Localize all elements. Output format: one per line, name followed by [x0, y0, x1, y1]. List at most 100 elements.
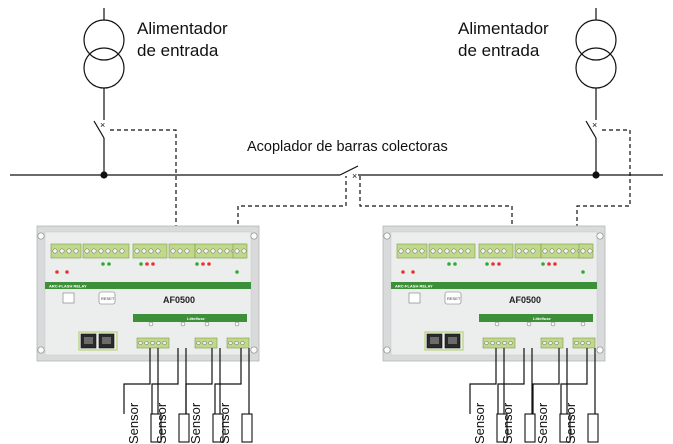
sensor-cable: [185, 348, 213, 414]
terminal-screw-icon: [501, 248, 507, 254]
sensor: Sensor: [532, 348, 571, 444]
mounting-hole-icon: [596, 346, 604, 354]
sensor-body-icon: [150, 413, 162, 443]
status-led-icon: [497, 262, 501, 266]
status-led-icon: [107, 262, 111, 266]
terminal-screw-icon: [548, 340, 553, 346]
trip-line-left-relay-coupler: [237, 176, 347, 238]
breaker-left-blade: [93, 120, 105, 139]
terminal-screw-icon: [516, 248, 522, 254]
terminal-screw-icon: [105, 248, 111, 254]
sensor-body-icon: [587, 413, 599, 443]
sensor-label: Sensor: [126, 402, 141, 444]
sensor-cable: [532, 348, 560, 414]
mounting-hole-icon: [596, 232, 604, 240]
status-led-icon: [151, 262, 155, 266]
status-led-icon: [101, 262, 105, 266]
terminal-screw-icon: [203, 248, 209, 254]
terminal-screw-icon: [580, 248, 586, 254]
sensor: Sensor: [214, 348, 253, 444]
usb-port-icon: [408, 292, 421, 304]
terminal-screw-icon: [59, 248, 65, 254]
terminal-screw-icon: [66, 248, 72, 254]
status-led-icon: [401, 270, 405, 274]
terminal-screw-icon: [556, 248, 562, 254]
terminal-screw-icon: [587, 248, 593, 254]
status-led-icon: [541, 262, 545, 266]
terminal-screw-icon: [542, 248, 548, 254]
terminal-screw-icon: [184, 248, 190, 254]
sensor-input-led-icon: [148, 321, 154, 327]
terminal-screw-icon: [196, 248, 202, 254]
terminal-screw-icon: [412, 248, 418, 254]
sensor-input-led-icon: [494, 321, 500, 327]
feeder-left-label-line2: de entrada: [137, 41, 219, 60]
sensor-body-icon: [524, 413, 536, 443]
terminal-block-top: [50, 243, 82, 259]
terminal-screw-icon: [84, 248, 90, 254]
ethernet-socket-icon: [84, 337, 93, 344]
terminal-screw-icon: [465, 248, 471, 254]
status-led-icon: [547, 262, 551, 266]
feeder-left-label-line1: Alimentador: [137, 19, 228, 38]
ethernet-socket-icon: [448, 337, 457, 344]
status-led-icon: [235, 270, 239, 274]
relay-model-label: AF0500: [509, 295, 541, 305]
terminal-screw-icon: [496, 340, 501, 346]
terminal-screw-icon: [574, 340, 579, 346]
terminal-screw-icon: [430, 248, 436, 254]
terminal-screw-icon: [208, 340, 213, 346]
trip-line-right-feeder: [576, 129, 631, 238]
reset-button[interactable]: [444, 291, 462, 305]
terminal-screw-icon: [210, 248, 216, 254]
ethernet-port-frame: [424, 331, 464, 351]
sensor-cable: [560, 348, 588, 414]
terminal-screw-icon: [502, 340, 507, 346]
terminal-screw-icon: [451, 248, 457, 254]
busbar-label: Acoplador de barras colectoras: [247, 139, 448, 155]
terminal-screw-icon: [549, 248, 555, 254]
transformer-right-secondary: [575, 47, 617, 89]
terminal-screw-icon: [170, 248, 176, 254]
terminal-screw-icon: [91, 248, 97, 254]
terminal-screw-icon: [148, 248, 154, 254]
sensor-label: Sensor: [154, 402, 169, 444]
relay-banner-strip: [391, 282, 597, 289]
terminal-block-top: [396, 243, 428, 259]
feeder-left: × Alimentador de entrada: [83, 8, 228, 179]
sensor-body-icon: [241, 413, 253, 443]
sensor-body-icon: [212, 413, 224, 443]
terminal-screw-icon: [405, 248, 411, 254]
sensor-cable: [123, 348, 151, 414]
terminal-screw-icon: [523, 248, 529, 254]
sensor-label: Sensor: [217, 402, 232, 444]
reset-button[interactable]: [98, 291, 116, 305]
terminal-screw-icon: [530, 248, 536, 254]
terminal-screw-icon: [542, 340, 547, 346]
terminal-screw-icon: [580, 340, 585, 346]
status-led-icon: [411, 270, 415, 274]
sensor-cable: [469, 348, 497, 414]
breaker-left-x-mark: ×: [100, 120, 105, 130]
brand-label: Littelfuse: [533, 316, 552, 321]
sensor-body-icon: [178, 413, 190, 443]
terminal-screw-icon: [156, 340, 161, 346]
brand-strip: [133, 314, 247, 322]
status-led-icon: [65, 270, 69, 274]
mounting-hole-icon: [383, 232, 391, 240]
status-led-icon: [491, 262, 495, 266]
terminal-screw-icon: [155, 248, 161, 254]
terminal-screw-icon: [480, 248, 486, 254]
terminal-screw-icon: [141, 248, 147, 254]
mounting-hole-icon: [250, 232, 258, 240]
status-led-icon: [145, 262, 149, 266]
terminal-screw-icon: [228, 340, 233, 346]
terminal-screw-icon: [138, 340, 143, 346]
sensor: Sensor: [123, 348, 162, 444]
sensor-input-led-icon: [204, 321, 210, 327]
transformer-left-secondary: [83, 47, 125, 89]
status-led-icon: [207, 262, 211, 266]
